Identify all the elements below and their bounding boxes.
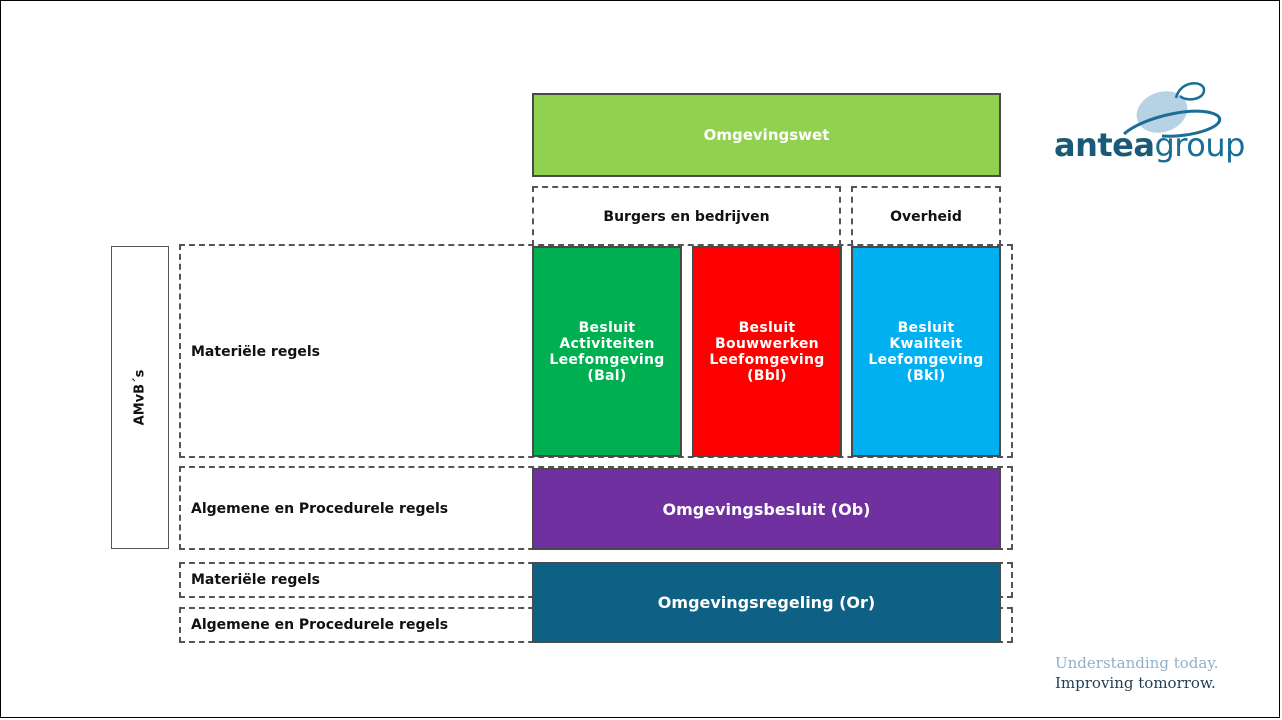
tagline-line-2: Improving tomorrow. <box>1055 674 1216 692</box>
omgevingswet-box: Omgevingswet <box>532 93 1001 177</box>
row-materiele-frame <box>179 244 1013 458</box>
logo-swirl-icon <box>1122 82 1222 138</box>
logo-wordmark-light: group <box>1154 126 1245 164</box>
amvb-side-label: AMvB´s <box>132 369 148 426</box>
amvb-side-box: AMvB´s <box>111 246 169 549</box>
bkl-box: Besluit Kwaliteit Leefomgeving (Bkl) <box>851 246 1001 457</box>
logo-wordmark: anteagroup <box>1054 126 1245 164</box>
tagline-line-1: Understanding today. <box>1055 654 1219 672</box>
row-algemene-label: Algemene en Procedurele regels <box>191 501 449 517</box>
omgevingsregeling-box: Omgevingsregeling (Or) <box>532 562 1001 643</box>
row-materiele-2-label: Materiële regels <box>191 572 320 588</box>
audience-citizens-box: Burgers en bedrijven <box>532 186 841 246</box>
row-algemene-2-label: Algemene en Procedurele regels <box>191 617 449 633</box>
bbl-box: Besluit Bouwwerken Leefomgeving (Bbl) <box>692 246 842 457</box>
tagline: Understanding today. Improving tomorrow. <box>1055 653 1219 693</box>
bal-box: Besluit Activiteiten Leefomgeving (Bal) <box>532 246 682 457</box>
audience-government-box: Overheid <box>851 186 1001 246</box>
row-materiele-label: Materiële regels <box>191 344 320 360</box>
logo-wordmark-bold: antea <box>1054 126 1155 164</box>
antea-logo: anteagroup <box>1052 74 1245 174</box>
omgevingsbesluit-box: Omgevingsbesluit (Ob) <box>532 468 1001 550</box>
